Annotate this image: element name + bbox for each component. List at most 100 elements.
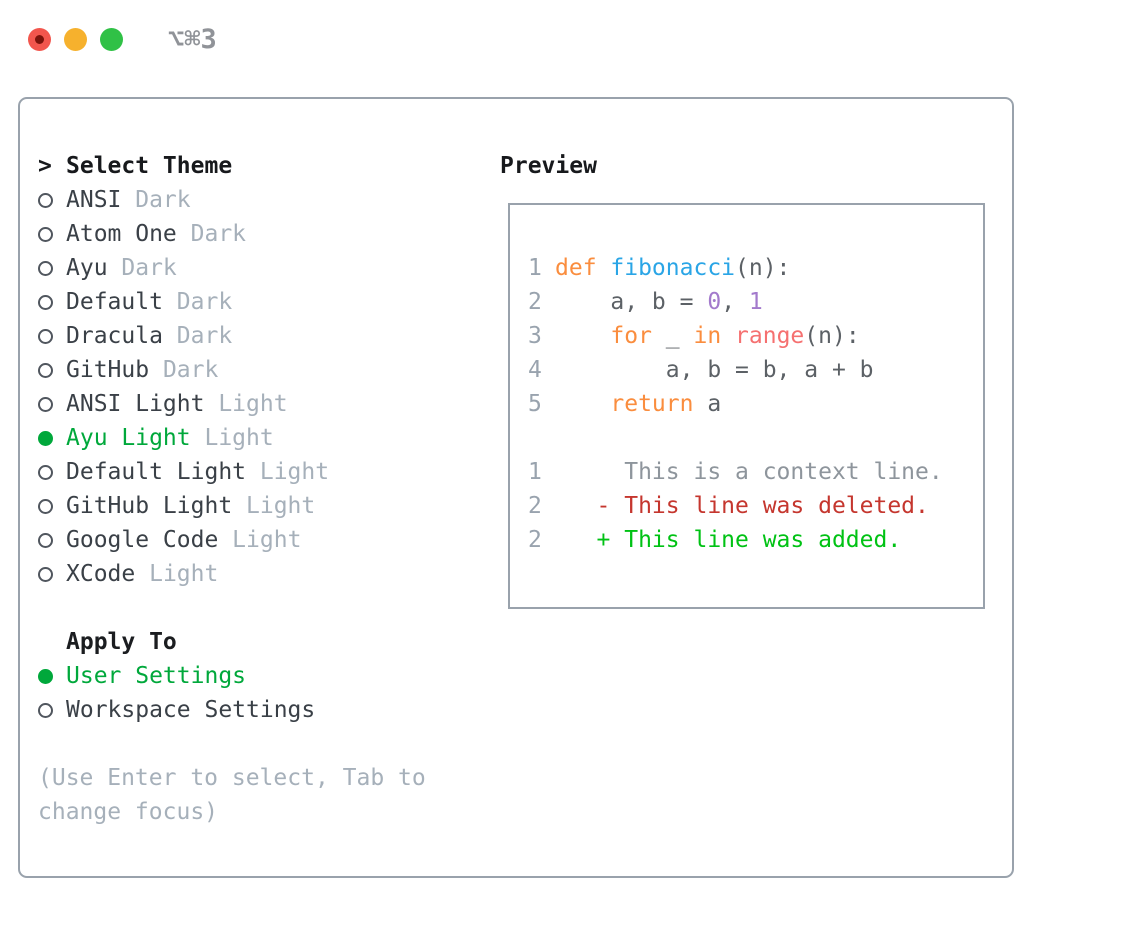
theme-option-atom-one[interactable]: Atom One Dark: [38, 217, 458, 251]
line-number: 5: [528, 391, 542, 417]
line-number: 2: [528, 493, 542, 519]
code-line: 3 for _ in range(n):: [528, 319, 983, 353]
radio-unselected-icon: [38, 192, 53, 208]
radio-unselected-icon: [38, 328, 53, 344]
token-plain: [555, 323, 610, 349]
title-bar: ⌥⌘3: [0, 0, 1140, 78]
theme-option-label: ANSI: [66, 187, 122, 213]
theme-option-label: Google Code: [66, 527, 219, 553]
theme-variant-label: Light: [190, 425, 274, 451]
code-text: This is a context line.: [555, 455, 943, 489]
preview-title: Preview: [500, 153, 597, 179]
spacer: [38, 727, 458, 761]
line-number: [528, 421, 542, 455]
theme-option-label: GitHub: [66, 357, 150, 383]
theme-variant-label: Light: [135, 561, 219, 587]
code-text: for _ in range(n):: [555, 319, 859, 353]
theme-option-label: XCode: [66, 561, 136, 587]
code-line: 2 + This line was added.: [528, 523, 983, 557]
line-number: 2: [528, 289, 542, 315]
code-text: def fibonacci(n):: [555, 251, 790, 285]
theme-variant-label: Dark: [107, 255, 177, 281]
theme-variant-label: Dark: [176, 221, 247, 247]
token-added: + This line was added.: [555, 527, 902, 553]
line-number: 2: [528, 527, 542, 553]
token-plain: a, b = b, a + b: [555, 357, 874, 383]
token-keyword: for: [610, 323, 652, 349]
theme-variant-label: Dark: [162, 289, 233, 315]
code-line: 2 a, b = 0, 1: [528, 285, 983, 319]
theme-option-ansi[interactable]: ANSI Dark: [38, 183, 458, 217]
token-plain: ,: [721, 289, 749, 315]
theme-variant-label: Light: [218, 527, 302, 553]
token-func: fibonacci: [610, 255, 736, 281]
theme-option-label: ANSI Light: [66, 391, 205, 417]
minimize-button[interactable]: [64, 28, 87, 51]
token-plain: a, b =: [555, 289, 708, 315]
line-number: 3: [528, 323, 542, 349]
token-context: This is a context line.: [555, 459, 943, 485]
theme-variant-label: Dark: [149, 357, 219, 383]
theme-option-dracula[interactable]: Dracula Dark: [38, 319, 458, 353]
close-button[interactable]: [28, 28, 51, 51]
code-blank-line: [528, 421, 983, 455]
radio-unselected-icon: [38, 294, 53, 310]
code-text: - This line was deleted.: [555, 489, 929, 523]
theme-option-label: GitHub Light: [66, 493, 233, 519]
theme-option-github-light[interactable]: GitHub Light Light: [38, 489, 458, 523]
line-number: 1: [528, 255, 542, 281]
theme-option-label: Default: [66, 289, 163, 315]
token-deleted: - This line was deleted.: [555, 493, 929, 519]
apply-option-user-settings[interactable]: User Settings: [38, 659, 458, 693]
apply-option-label: Workspace Settings: [66, 697, 316, 723]
theme-option-label: Dracula: [66, 323, 163, 349]
apply-option-label: User Settings: [66, 663, 247, 689]
radio-unselected-icon: [38, 464, 53, 480]
theme-option-ayu[interactable]: Ayu Dark: [38, 251, 458, 285]
radio-unselected-icon: [38, 702, 53, 718]
code-line: 2 - This line was deleted.: [528, 489, 983, 523]
theme-variant-label: Light: [232, 493, 316, 519]
token-plain: _: [651, 323, 694, 349]
code-line: 1 This is a context line.: [528, 455, 983, 489]
apply-to-header: Apply To: [38, 625, 458, 659]
prompt-icon: >: [38, 153, 52, 179]
theme-option-ansi-light[interactable]: ANSI Light Light: [38, 387, 458, 421]
token-number: 1: [748, 289, 763, 315]
radio-selected-icon: [38, 430, 53, 446]
code-text: return a: [555, 387, 721, 421]
token-keyword: return: [610, 391, 694, 417]
token-builtin: range: [735, 323, 805, 349]
theme-option-label: Ayu Light: [66, 425, 191, 451]
radio-unselected-icon: [38, 396, 53, 412]
maximize-button[interactable]: [100, 28, 123, 51]
theme-option-default[interactable]: Default Dark: [38, 285, 458, 319]
theme-option-default-light[interactable]: Default Light Light: [38, 455, 458, 489]
radio-unselected-icon: [38, 532, 53, 548]
token-keyword: def: [555, 255, 611, 281]
theme-option-ayu-light[interactable]: Ayu Light Light: [38, 421, 458, 455]
theme-option-label: Ayu: [66, 255, 108, 281]
token-number: 0: [707, 289, 722, 315]
theme-option-github[interactable]: GitHub Dark: [38, 353, 458, 387]
radio-unselected-icon: [38, 362, 53, 378]
help-text: (Use Enter to select, Tab to change focu…: [38, 765, 426, 825]
unsaved-indicator-icon: [35, 35, 44, 44]
theme-variant-label: Light: [204, 391, 288, 417]
apply-option-workspace-settings[interactable]: Workspace Settings: [38, 693, 458, 727]
radio-unselected-icon: [38, 566, 53, 582]
token-plain: (n):: [735, 255, 791, 281]
radio-unselected-icon: [38, 260, 53, 276]
line-number: 1: [528, 459, 542, 485]
theme-option-xcode[interactable]: XCode Light: [38, 557, 458, 591]
theme-option-google-code[interactable]: Google Code Light: [38, 523, 458, 557]
code-text: a, b = 0, 1: [555, 285, 763, 319]
radio-unselected-icon: [38, 498, 53, 514]
theme-variant-label: Dark: [162, 323, 233, 349]
code-line: 4 a, b = b, a + b: [528, 353, 983, 387]
